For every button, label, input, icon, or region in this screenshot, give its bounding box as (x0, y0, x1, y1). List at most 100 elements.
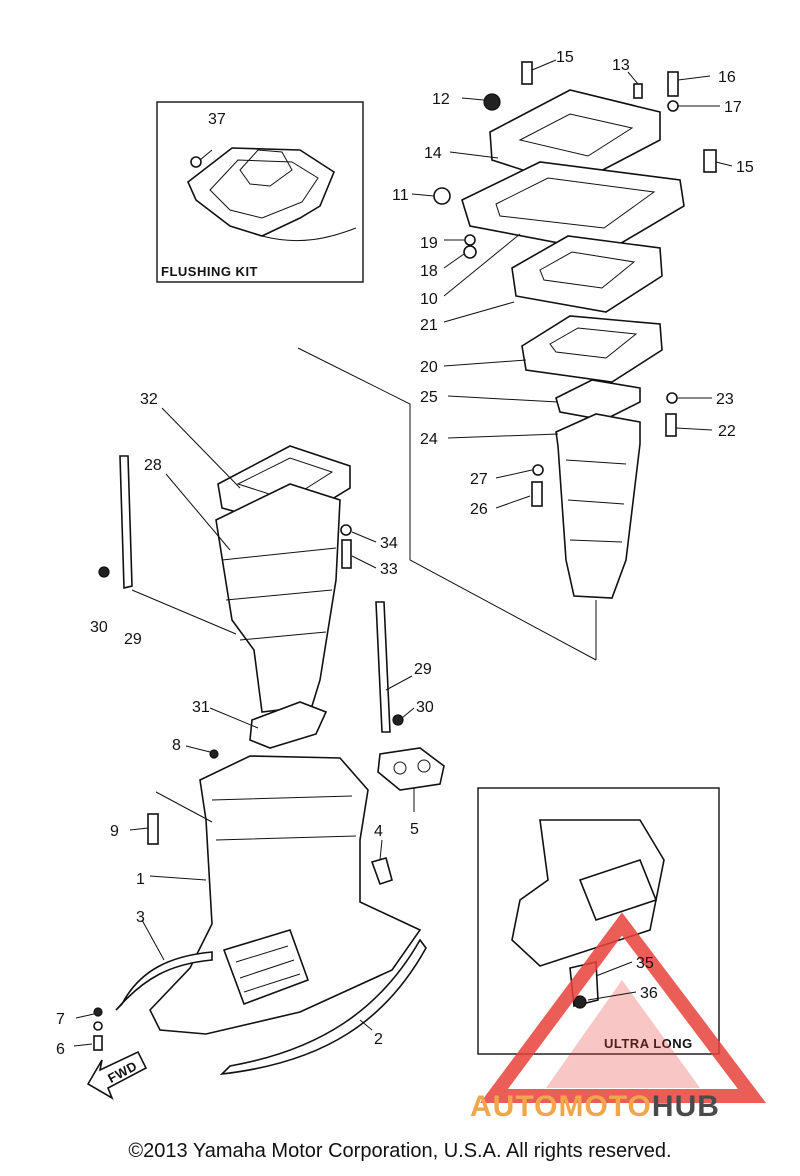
grommet-5-hole-b (417, 759, 431, 773)
bolt-33 (341, 539, 352, 569)
part-label-1: 1 (136, 871, 145, 888)
lower-casing-assembly (93, 747, 445, 1076)
anode-4 (370, 857, 393, 886)
part-label-35: 35 (636, 955, 654, 972)
fwd-arrow: FWD (86, 1050, 148, 1100)
reference-line-top (297, 347, 597, 661)
part-label-11: 11 (392, 187, 409, 204)
part-label-15-top: 15 (556, 49, 574, 66)
lower-casing-1 (149, 755, 422, 1035)
part-label-2: 2 (374, 1031, 383, 1048)
part-label-29-left: 29 (124, 631, 142, 648)
upper-casing-28-ribs (221, 547, 337, 641)
part-label-10: 10 (420, 291, 438, 308)
washer-34 (340, 524, 352, 536)
part-label-29-right: 29 (414, 661, 432, 678)
nut-18 (463, 245, 477, 259)
flushing-plate-inner (209, 159, 319, 219)
plug-12 (483, 93, 501, 111)
bolt-26 (531, 481, 543, 507)
part-label-34: 34 (380, 535, 398, 552)
flushing-hose (261, 227, 357, 242)
bolt-15-top (521, 61, 533, 85)
upper-mount-assembly (433, 61, 717, 599)
part-36 (573, 995, 587, 1009)
lower-casing-1-ribs (211, 795, 357, 841)
exhaust-guide-20-inner (549, 327, 638, 359)
part-label-18: 18 (420, 263, 438, 280)
washer-7 (93, 1021, 103, 1031)
gasket-25 (555, 379, 641, 421)
watermark-brand-part-a: AUTOMOTO (470, 1090, 652, 1123)
part-label-17: 17 (724, 99, 742, 116)
gasket-14 (489, 89, 661, 187)
part-label-27: 27 (470, 471, 488, 488)
reference-line-bolt-9 (155, 791, 213, 823)
part-label-13: 13 (612, 57, 630, 74)
strip-29-right (375, 601, 391, 733)
part-label-28: 28 (144, 457, 162, 474)
reference-line-left (131, 589, 237, 635)
part-label-6: 6 (56, 1041, 65, 1058)
part-label-21: 21 (420, 317, 438, 334)
part-label-32: 32 (140, 391, 158, 408)
flushing-kit-frame (156, 101, 364, 283)
upper-casing-assembly (98, 347, 597, 749)
gasket-14-inner (518, 113, 634, 157)
washer-17 (667, 100, 679, 112)
part-label-26: 26 (470, 501, 488, 518)
watermark-triangle-outer (480, 912, 767, 1103)
gasket-21 (511, 235, 663, 313)
part-label-14: 14 (424, 145, 442, 162)
water-intake (222, 929, 310, 1006)
leader-lines (73, 59, 733, 1047)
flushing-port (239, 149, 293, 187)
part-label-12: 12 (432, 91, 450, 108)
grommet-5-hole-a (393, 761, 407, 775)
exhaust-pipe-ribs (565, 459, 627, 543)
seal-3 (115, 951, 213, 1011)
washer-23 (666, 392, 678, 404)
part-label-16: 16 (718, 69, 736, 86)
part-label-4: 4 (374, 823, 383, 840)
bolt-15-right (703, 149, 717, 173)
ultra-long-intake (578, 859, 658, 921)
part-label-37: 37 (208, 111, 226, 128)
watermark-triangle-inner (546, 980, 700, 1088)
washer-27 (532, 464, 544, 476)
bolt-9 (147, 813, 159, 845)
strip-29-left (119, 455, 133, 590)
seal-2 (219, 938, 427, 1076)
dowel-13 (633, 83, 643, 99)
part-label-8: 8 (172, 737, 181, 754)
flushing-fitting (190, 156, 202, 168)
watermark-logo (480, 912, 767, 1103)
part-label-3: 3 (136, 909, 145, 926)
ultra-long-frame (477, 787, 720, 1055)
plate-10-inner (495, 177, 656, 229)
water-intake-slots (235, 945, 301, 993)
nut-30-right (392, 714, 404, 726)
watermark-brand-part-b: HUB (651, 1090, 720, 1123)
part-label-33: 33 (380, 561, 398, 578)
gasket-21-inner (539, 251, 636, 289)
nut-30-left (98, 566, 110, 578)
flushing-kit-inset: FLUSHING KIT (156, 101, 364, 283)
seal-31 (249, 701, 328, 749)
flushing-plate (187, 147, 335, 237)
nut-11 (433, 187, 451, 205)
part-label-23: 23 (716, 391, 734, 408)
exhaust-guide-20 (521, 315, 663, 383)
dowel-8 (209, 749, 219, 759)
ultra-long-caption: ULTRA LONG (604, 1036, 693, 1051)
part-label-7: 7 (56, 1011, 65, 1028)
watermark-brand-text: AUTOMOTOHUB (470, 1090, 800, 1130)
part-label-15-right: 15 (736, 159, 754, 176)
bolt-22 (665, 413, 677, 437)
part-label-22: 22 (718, 423, 736, 440)
part-label-5: 5 (410, 821, 419, 838)
part-label-20: 20 (420, 359, 438, 376)
part-label-30-right: 30 (416, 699, 434, 716)
part-label-30-left: 30 (90, 619, 108, 636)
